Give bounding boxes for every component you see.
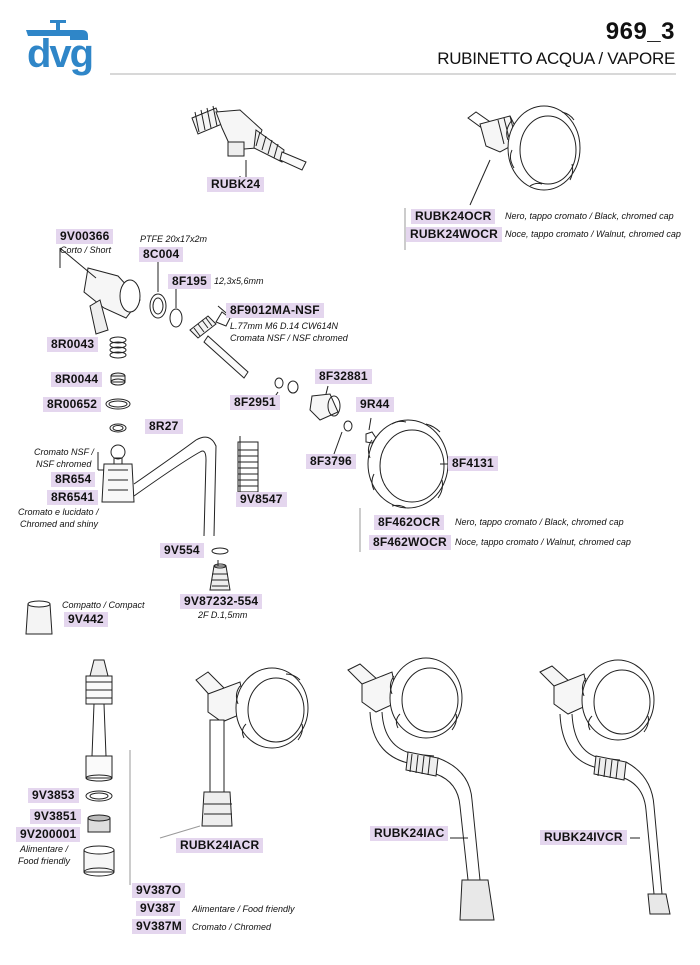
part-note: Cromata NSF / NSF chromed [230, 333, 348, 343]
part-note: Noce, tappo cromato / Walnut, chromed ca… [505, 229, 681, 239]
part-code: 9V387O [132, 883, 186, 898]
part-code: 9V442 [64, 612, 108, 627]
cap-8r0044-shape [110, 372, 126, 386]
washer-8f2951-b-shape [287, 380, 299, 394]
part-note: NSF chromed [36, 459, 92, 469]
part-code: 8R654 [51, 472, 96, 487]
filter-9v3851-shape [87, 814, 111, 833]
part-code: 9V200001 [16, 827, 81, 842]
assembly-rubk24iac-drawing [347, 657, 495, 921]
valve-rubk24-drawing [191, 105, 307, 178]
part-code: 9V87232-554 [180, 594, 263, 609]
washer-8f2951-a-shape [274, 377, 284, 389]
nozzle-9v87232-shape [209, 563, 231, 591]
part-code: 8F9012MA-NSF [226, 303, 324, 318]
part-note: Cromato / Chromed [192, 922, 272, 932]
sleeve-9v387o-shape [83, 845, 115, 877]
part-code: 8F462OCR [374, 515, 445, 530]
part-code: 9V3853 [28, 788, 79, 803]
spindle-8f9012-drawing [189, 305, 249, 379]
sleeve-9v8547-shape [237, 441, 259, 493]
part-note: Food friendly [18, 856, 71, 866]
steam-tube-8r654-drawing [97, 436, 217, 537]
part-note: Cromato NSF / [34, 447, 94, 457]
ring-9v3853-shape [85, 790, 113, 802]
part-code: 8F4131 [448, 456, 498, 471]
page-number: 969_3 [605, 18, 675, 45]
steam-tube-9v387-drawing [85, 659, 113, 782]
part-code: RUBK24WOCR [406, 227, 503, 242]
part-code: 8R0043 [47, 337, 99, 352]
part-code: 9V387M [132, 919, 186, 934]
part-code: 8R00652 [43, 397, 102, 412]
part-note: Compatto / Compact [62, 600, 145, 610]
part-code: RUBK24IAC [370, 826, 449, 841]
assembly-rubk24ivcr-drawing [539, 659, 671, 915]
oring-8r27-shape [109, 423, 127, 433]
part-code: RUBK24IVCR [540, 830, 627, 845]
part-code: 8R0044 [51, 372, 103, 387]
gasket-8c004-shape [149, 293, 167, 319]
part-note: PTFE 20x17x2m [140, 234, 208, 244]
elbow-9v00366-drawing [59, 247, 141, 335]
part-code: RUBK24IACR [176, 838, 264, 853]
assembly-rubk24iacr-drawing [195, 667, 309, 827]
part-code: 8C004 [139, 247, 184, 262]
part-note: Noce, tappo cromato / Walnut, chromed ca… [455, 537, 631, 547]
part-code: 9V387 [136, 901, 180, 916]
nut-8f32881-shape [309, 385, 341, 421]
part-note: Nero, tappo cromato / Black, chromed cap [505, 211, 674, 221]
part-note: Nero, tappo cromato / Black, chromed cap [455, 517, 624, 527]
part-code: 8F195 [168, 274, 212, 289]
page-title: RUBINETTO ACQUA / VAPORE [437, 49, 675, 68]
part-code: 9V8547 [236, 492, 287, 507]
part-code: 8F3796 [306, 454, 356, 469]
part-note: Corto / Short [60, 245, 112, 255]
part-code: 8F2951 [230, 395, 280, 410]
compact-9v442-shape [25, 600, 53, 635]
knob-8f4131-shape [367, 419, 452, 509]
part-code: RUBK24 [207, 177, 265, 192]
part-note: 12,3x5,6mm [214, 276, 264, 286]
ring-8r00652-shape [105, 398, 131, 410]
ring-9v554-shape [211, 547, 229, 555]
part-note: Alimentare / [20, 844, 69, 854]
part-code: 8F462WOCR [369, 535, 451, 550]
logo-wordmark: dvg [27, 32, 94, 76]
part-note: Alimentare / Food friendly [192, 904, 295, 914]
part-note: 2F D.1,5mm [198, 610, 248, 620]
part-code: 9V3851 [30, 809, 81, 824]
part-code: 9V00366 [56, 229, 114, 244]
part-code: 9V554 [160, 543, 204, 558]
part-code: 8R6541 [47, 490, 99, 505]
part-code: 8F32881 [315, 369, 372, 384]
washer-8f3796-shape [343, 420, 353, 432]
part-note: Cromato e lucidato / [18, 507, 99, 517]
ring-8f195-shape [169, 308, 183, 328]
faucet-logo-icon [26, 20, 88, 40]
valve-knob-top-drawing [467, 105, 581, 206]
part-note: Chromed and shiny [20, 519, 99, 529]
part-code: 9R44 [356, 397, 394, 412]
part-note: L.77mm M6 D.14 CW614N [230, 321, 339, 331]
spring-8r0043-shape [109, 336, 127, 359]
part-code: 8R27 [145, 419, 183, 434]
part-code: RUBK24OCR [411, 209, 496, 224]
